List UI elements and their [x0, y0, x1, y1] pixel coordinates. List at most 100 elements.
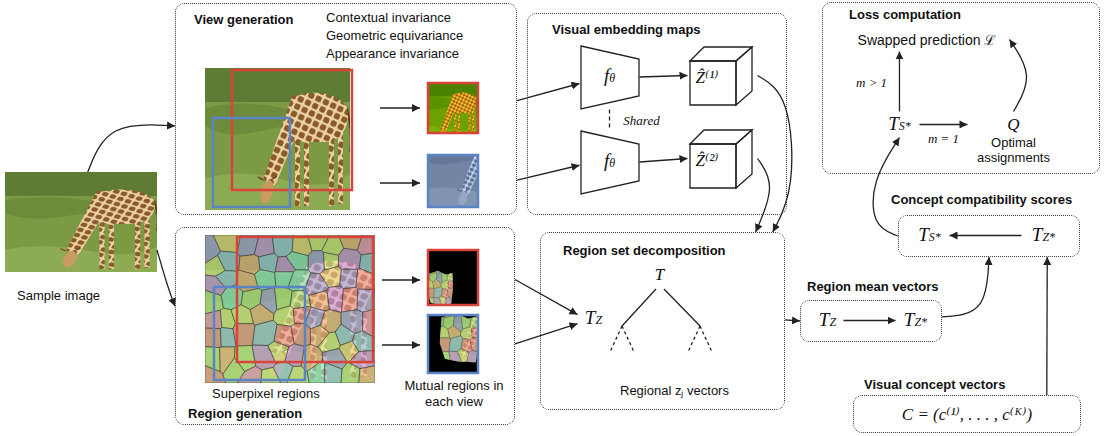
edge-label: m > 1: [854, 74, 889, 89]
flow-arrow: [920, 124, 968, 125]
flow-arrow: [1010, 40, 1027, 112]
flow-arrow: [785, 320, 800, 321]
edge-label: m = 1: [926, 131, 961, 146]
connectors: [88, 40, 1048, 396]
cube-side: [736, 130, 752, 188]
trapezoid-outline: [581, 131, 639, 194]
math-symbol: Q: [1007, 114, 1019, 135]
view-two-photo: [423, 126, 518, 209]
embedding-cube: Ẑ⁽²⁾: [688, 128, 758, 190]
cube-side: [736, 47, 752, 105]
view-two: [423, 126, 518, 209]
mask-two-regions: [423, 283, 517, 375]
flow-arrow: [515, 324, 578, 344]
math-symbol: TZ*: [904, 309, 927, 333]
mask-one: [417, 249, 478, 314]
cube-top: [690, 47, 752, 61]
flow-arrow: [640, 159, 688, 163]
flow-arrow: [88, 125, 175, 172]
figure-caption: Mutual regions in each view: [402, 378, 506, 410]
body-text: Appearance invariance: [326, 46, 459, 62]
tree-root: T: [648, 262, 672, 288]
body-text: Sample image: [17, 288, 100, 304]
math-term: TS*: [880, 112, 920, 138]
mask-two: [423, 283, 517, 375]
shared-link: [609, 110, 610, 130]
body-text: Swapped prediction ℒ: [858, 31, 997, 49]
tree-branch: [688, 326, 700, 352]
math-term: TZ*: [1022, 223, 1066, 249]
flow-arrow: [640, 76, 688, 78]
tree-branch: [622, 326, 634, 352]
flow-arrow: [756, 159, 770, 233]
mask-two-frame: [428, 315, 478, 373]
flow-arrow: [899, 52, 900, 112]
view-crop-blue: [213, 118, 290, 207]
tree-branch: [610, 326, 622, 352]
sample-photo: [5, 172, 158, 272]
region-crop-blue: [214, 287, 305, 380]
math-term: TZ*: [896, 308, 936, 334]
panel-heading: Visual concept vectors: [864, 377, 1005, 393]
sample-image: Sample image: [3, 172, 157, 302]
math-symbol: fθ: [604, 65, 615, 89]
math-term: TZ: [578, 306, 610, 332]
tree-branch: [664, 289, 700, 326]
body-text: Optimal assignments: [968, 135, 1060, 165]
panel-heading: Visual embedding maps: [552, 22, 701, 38]
compatibility-box: Concept compatibility scoresTS*TZ*: [898, 215, 1080, 257]
trapezoid-outline: [581, 46, 639, 109]
body-text: Contextual invariance: [326, 10, 451, 26]
math-symbol: T: [655, 264, 664, 285]
math-symbol: TS*: [888, 113, 911, 137]
math-symbol: TZ: [819, 309, 836, 333]
flow-arrow: [515, 279, 578, 314]
panel-heading: Region set decomposition: [563, 243, 726, 259]
encoder-box: fθ: [580, 130, 640, 195]
cube-top: [690, 130, 752, 144]
region-tree: [610, 289, 712, 352]
view-one: [417, 82, 478, 141]
loss-term: Swapped prediction ℒ: [845, 28, 1010, 52]
math-term: TS*: [910, 223, 950, 249]
body-text: Geometric equivariance: [326, 28, 463, 44]
math-symbol: TZ*: [1032, 224, 1055, 248]
cube-front: [690, 144, 736, 188]
figure-caption: Regional zⱼ vectors: [620, 383, 729, 399]
flow-arrow: [844, 320, 896, 321]
panel-heading: Region mean vectors: [807, 279, 939, 295]
cube-front: [690, 61, 736, 105]
panel-heading: View generation: [194, 12, 293, 28]
mask-one-frame: [428, 250, 478, 305]
view-arrow: [380, 182, 420, 183]
region-arrow: [382, 279, 420, 280]
panel-heading: Concept compatibility scores: [891, 192, 1072, 208]
panel-heading: Loss computation: [849, 7, 961, 23]
math-symbol: C = (c⁽¹⁾, . . . , c⁽ᴷ⁾): [854, 404, 1080, 425]
panel-heading: Region generation: [188, 406, 302, 422]
edge-label: Shared: [621, 112, 661, 127]
math-symbol: Ẑ⁽²⁾: [696, 150, 719, 171]
flow-arrow: [942, 257, 989, 317]
flow-arrow: [1046, 257, 1048, 395]
math-symbol: TS*: [918, 224, 941, 248]
view-generation-panel: View generation Contextual invarianceGeom…: [175, 3, 517, 215]
superpixel-image: [205, 235, 376, 383]
assignment-term: QOptimal assignments: [968, 112, 1060, 167]
math-symbol: Ẑ⁽¹⁾: [696, 67, 719, 88]
flow-arrow: [873, 138, 899, 237]
tree-branch: [622, 289, 656, 326]
mean-vectors-box: Region mean vectorsTZTZ*: [800, 300, 942, 342]
view-source-photo: [205, 68, 351, 210]
concept-vectors-box: Visual concept vectorsC = (c⁽¹⁾, . . . ,…: [853, 395, 1081, 433]
view-arrow: [380, 107, 420, 108]
math-symbol: fθ: [604, 150, 615, 174]
embedding-cube: Ẑ⁽¹⁾: [688, 45, 758, 107]
flow-arrow: [157, 250, 175, 306]
view-one-photo: [417, 82, 478, 141]
tree-branch: [700, 326, 712, 352]
mask-one-regions: [417, 249, 478, 314]
